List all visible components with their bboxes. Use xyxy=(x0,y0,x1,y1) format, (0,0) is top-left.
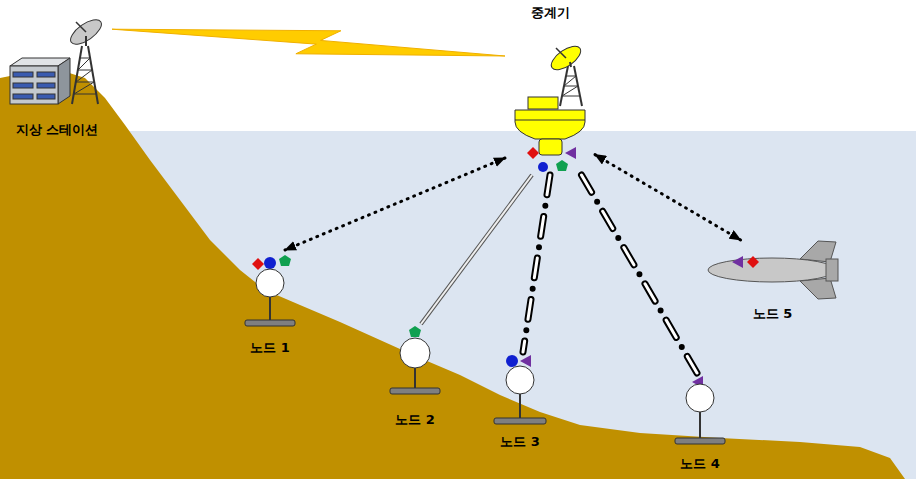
connector xyxy=(421,175,532,324)
sensor-node: 노드 3 xyxy=(490,352,550,450)
sensor-node: 노드 1 xyxy=(240,250,300,356)
connector xyxy=(523,175,550,352)
ground-station: 지상 스테이션 xyxy=(2,10,112,138)
link-dots xyxy=(523,175,550,352)
sensor-node-icon xyxy=(675,376,725,444)
relay-buoy-icon xyxy=(515,42,585,172)
sensor-node: 노드 2 xyxy=(385,324,445,428)
sensor-node-icon xyxy=(390,326,440,394)
sensor-node-icon xyxy=(494,355,546,424)
cable-outline xyxy=(421,175,532,324)
seabed xyxy=(0,70,905,479)
node-label: 중계기 xyxy=(531,5,570,21)
wireless-bolt xyxy=(112,29,505,56)
sensor-node: 노드 5 xyxy=(700,240,845,322)
connector xyxy=(285,158,505,250)
node-label: 노드 2 xyxy=(395,412,435,428)
node-label: 노드 3 xyxy=(500,434,540,450)
connector xyxy=(112,29,505,56)
node-label: 노드 4 xyxy=(680,456,720,472)
sensor-node: 노드 4 xyxy=(670,373,730,472)
acoustic-link xyxy=(285,158,505,250)
acoustic-link xyxy=(595,155,741,240)
ground-station-icon xyxy=(10,15,105,104)
link-dash-outline xyxy=(523,175,550,352)
node-label: 지상 스테이션 xyxy=(16,122,99,138)
link-dash-fill xyxy=(523,175,550,352)
node-label: 노드 5 xyxy=(753,306,793,322)
connector xyxy=(595,155,741,240)
cable-link xyxy=(421,175,532,324)
node-label: 노드 1 xyxy=(250,340,290,356)
relay-buoy: 중계기 xyxy=(505,5,595,175)
auv-node-icon xyxy=(708,241,838,299)
sensor-node-icon xyxy=(245,255,295,326)
